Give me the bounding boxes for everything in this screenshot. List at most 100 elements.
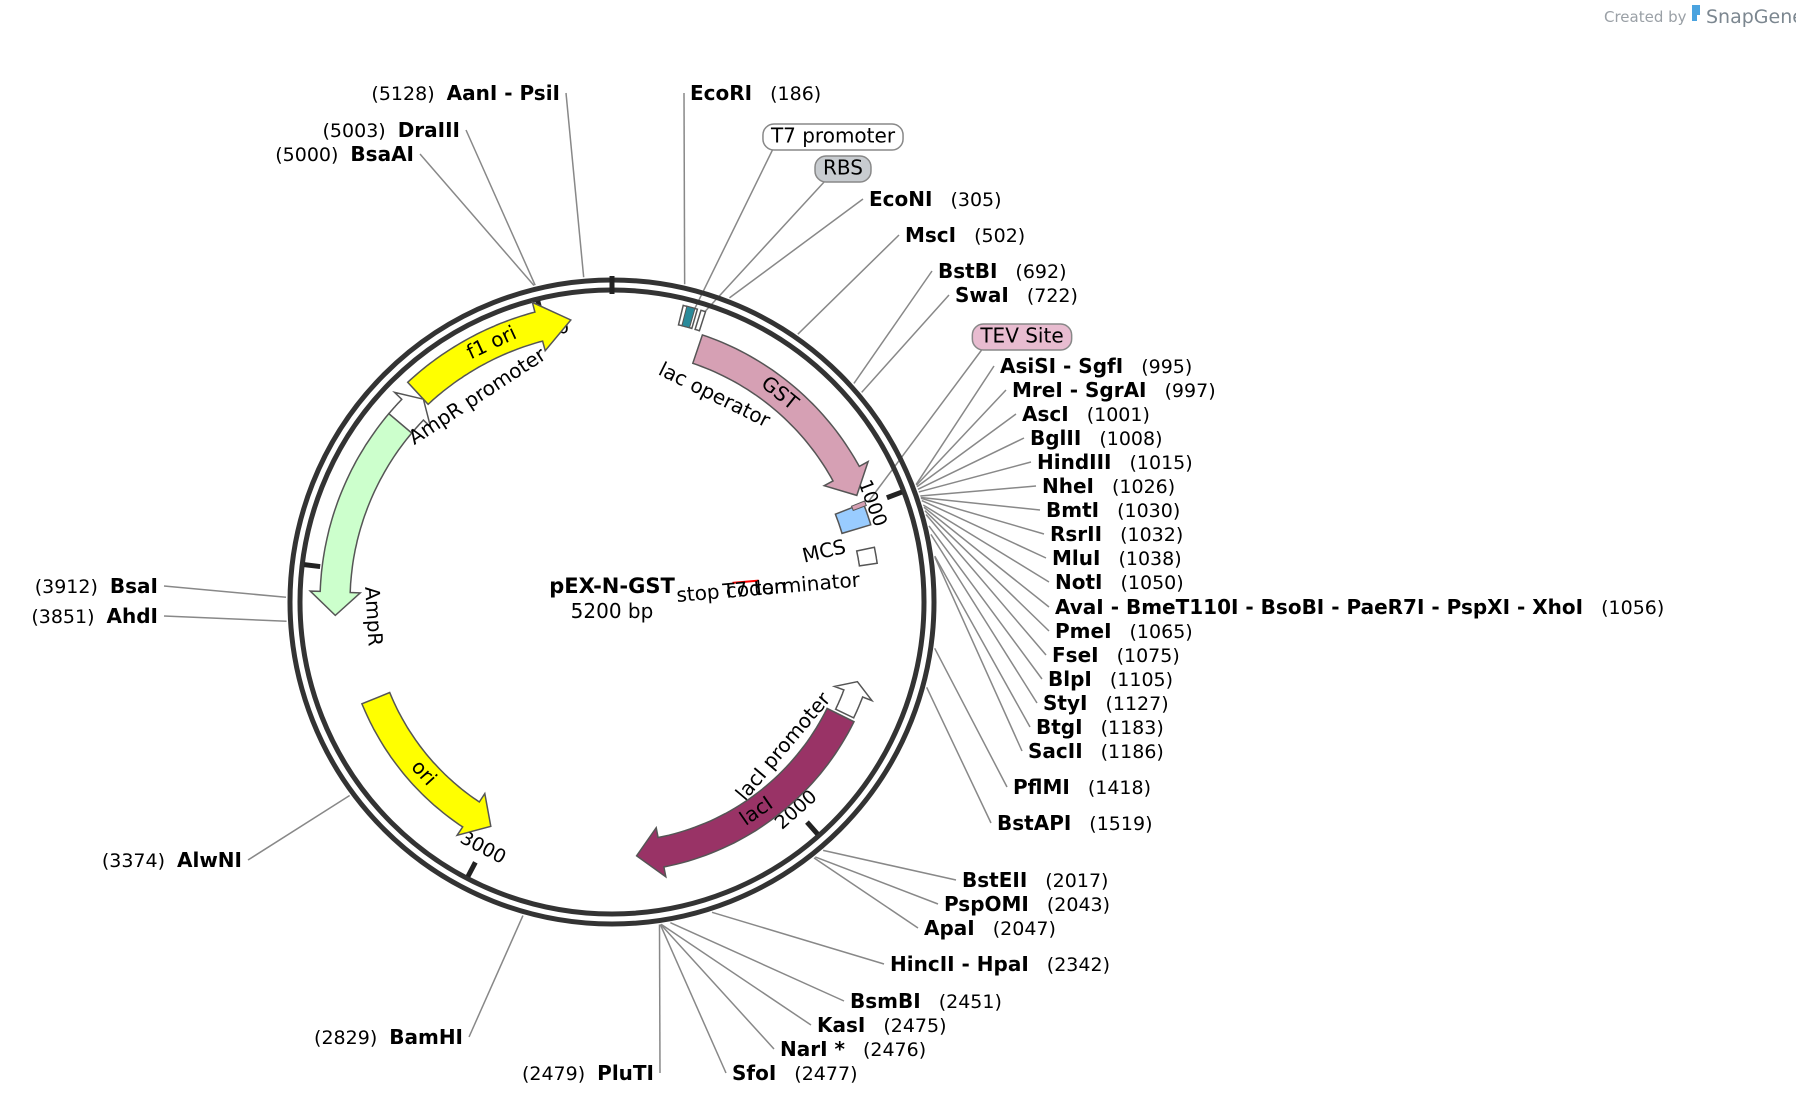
site-name: RsrII xyxy=(1050,522,1102,546)
site-name: BtgI xyxy=(1036,715,1083,739)
restriction-site: BstBI(692) xyxy=(938,259,1067,283)
site-position: (502) xyxy=(974,225,1025,247)
mcs-label: MCS xyxy=(800,534,848,567)
restriction-site: BglII (1008) xyxy=(1030,426,1163,450)
restriction-site: PluTI(2479) xyxy=(522,1061,654,1085)
site-position: (1418) xyxy=(1088,777,1151,799)
site-leader-line xyxy=(660,923,775,1050)
restriction-site: AvaI - BmeT110I - BsoBI - PaeR7I - PspXI… xyxy=(1055,595,1664,619)
site-position: (1186) xyxy=(1101,741,1164,763)
site-position: (1038) xyxy=(1118,548,1181,570)
tev-site-label: TEV Site xyxy=(971,323,1073,351)
site-name: BmtI xyxy=(1046,498,1099,522)
restriction-site: MscI(502) xyxy=(905,223,1025,247)
restriction-site: MluI (1038) xyxy=(1052,546,1182,570)
feature-leader-line xyxy=(867,348,983,503)
site-name: AscI xyxy=(1022,402,1069,426)
site-leader-line xyxy=(925,686,992,824)
site-leader-line xyxy=(658,924,661,1074)
site-name: PmeI xyxy=(1055,619,1112,643)
ori-arrow xyxy=(360,691,492,837)
restriction-site: NheI(1026) xyxy=(1042,474,1175,498)
site-leader-line xyxy=(923,506,1050,608)
site-position: (692) xyxy=(1015,261,1066,283)
mcs-box xyxy=(834,502,872,535)
site-name: BstAPI xyxy=(997,811,1071,835)
site-position: (1015) xyxy=(1129,452,1192,474)
site-leader-line xyxy=(163,585,287,599)
tev-site-box xyxy=(850,500,867,512)
restriction-site: SacII (1186) xyxy=(1028,739,1164,763)
site-position: (995) xyxy=(1141,356,1192,378)
site-position: (3912) xyxy=(35,576,98,598)
restriction-site: BsaI(3912) xyxy=(35,574,158,598)
site-leader-line xyxy=(822,849,957,881)
site-name: NarI * xyxy=(780,1037,846,1061)
restriction-site: BstEII(2017) xyxy=(962,868,1108,892)
restriction-site: MreI - SgrAI(997) xyxy=(1012,378,1216,402)
restriction-site: PmeI(1065) xyxy=(1055,619,1193,643)
stop-codon-label: stop codon xyxy=(675,574,787,607)
brand-text: SnapGene xyxy=(1706,6,1796,28)
site-name: ApaI xyxy=(924,916,975,940)
restriction-site: EcoNI(305) xyxy=(869,187,1002,211)
site-position: (1127) xyxy=(1105,693,1168,715)
site-name: KasI xyxy=(817,1013,865,1037)
site-leader-line xyxy=(934,555,1031,728)
restriction-site: HindIII (1015) xyxy=(1037,450,1193,474)
site-name: HindIII xyxy=(1037,450,1111,474)
feature-leader-line xyxy=(700,180,826,317)
site-position: (1008) xyxy=(1099,428,1162,450)
site-name: SacII xyxy=(1028,739,1083,763)
restriction-site-labels: AanI - PsiI(5128)DraIII(5003)BsaAI(5000)… xyxy=(31,81,1664,1085)
site-leader-line xyxy=(934,647,1008,788)
site-leader-line xyxy=(924,510,1050,632)
site-position: (5128) xyxy=(371,83,434,105)
site-leader-line xyxy=(921,499,1047,559)
restriction-site: BsmBI(2451) xyxy=(850,989,1002,1013)
tick-mark xyxy=(886,489,903,501)
site-name: BglII xyxy=(1030,426,1081,450)
t7-promoter-label: T7 promoter xyxy=(762,123,904,151)
site-leader-line xyxy=(934,556,1023,752)
site-position: (5000) xyxy=(275,144,338,166)
site-leader-line xyxy=(797,234,900,335)
tick-mark xyxy=(805,820,820,836)
gst-arrow xyxy=(691,333,870,497)
snapgene-logo-icon xyxy=(1692,5,1700,21)
restriction-site: NotI(1050) xyxy=(1055,570,1184,594)
ampr-arrow xyxy=(308,412,413,617)
site-leader-line xyxy=(922,504,1050,583)
site-position: (2342) xyxy=(1047,954,1110,976)
site-position: (3374) xyxy=(102,850,165,872)
site-position: (1056) xyxy=(1601,597,1664,619)
restriction-site: AhdI(3851) xyxy=(31,604,158,628)
site-leader-line xyxy=(814,856,939,905)
site-name: BsaAI xyxy=(350,142,414,166)
site-position: (3851) xyxy=(31,606,94,628)
restriction-site: SwaI(722) xyxy=(955,283,1078,307)
site-leader-line xyxy=(853,270,933,384)
site-leader-line xyxy=(917,437,1025,491)
laci-arrow xyxy=(635,707,856,879)
restriction-site: PflMI(1418) xyxy=(1013,775,1151,799)
restriction-site: SfoI(2477) xyxy=(732,1061,857,1085)
plasmid-length: 5200 bp xyxy=(571,599,654,623)
restriction-site: BmtI(1030) xyxy=(1046,498,1180,522)
site-leader-line xyxy=(565,92,585,278)
restriction-site: StyI(1127) xyxy=(1043,691,1169,715)
restriction-site: BlpI(1105) xyxy=(1048,667,1173,691)
site-leader-line xyxy=(247,794,351,861)
site-position: (997) xyxy=(1165,380,1216,402)
f1-ori-arrow xyxy=(406,301,573,406)
site-name: BamHI xyxy=(389,1025,463,1049)
snapgene-credit: Created by SnapGene xyxy=(1604,5,1796,28)
site-name: MluI xyxy=(1052,546,1100,570)
site-leader-line xyxy=(163,615,287,623)
t7-promoter-label-text: T7 promoter xyxy=(770,124,896,148)
site-name: AsiSI - SgfI xyxy=(1000,354,1123,378)
site-name: SwaI xyxy=(955,283,1009,307)
site-leader-line xyxy=(813,857,919,929)
ampr-promoter-arrow xyxy=(387,391,432,435)
site-leader-line xyxy=(419,153,535,286)
